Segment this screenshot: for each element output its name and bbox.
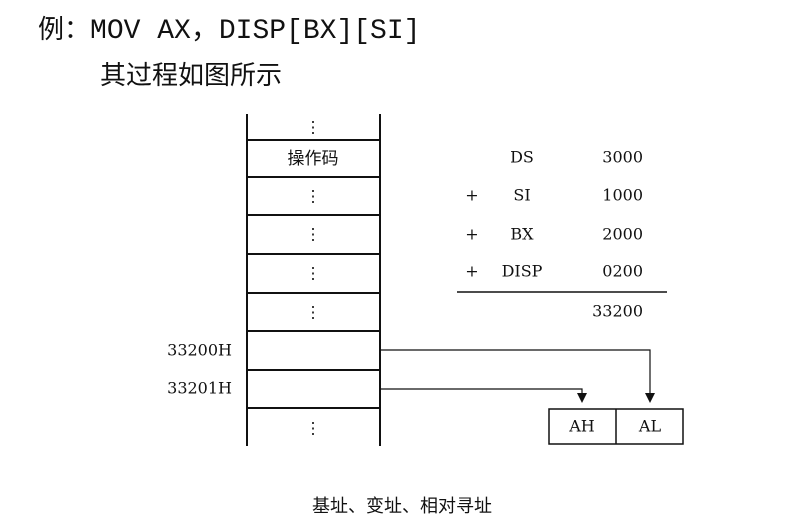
title-prefix: 例： [38,15,91,45]
memory-column: ⋮ 操作码 ⋮ ⋮ ⋮ ⋮ ⋮ [246,114,381,446]
calc-register-name: DS [510,148,534,167]
al-register-label: AL [638,417,662,436]
title-line: 例：MOV AX，DISP[BX][SI] [38,12,420,50]
calc-register-name: BX [510,225,534,244]
calc-result: 33200 [592,302,643,321]
address-label-33201h: 33201H [167,379,232,398]
figure-caption: 基址、变址、相对寻址 [312,496,492,517]
arrow-33200h-to-al [380,349,655,403]
ax-register: AH AL [548,408,684,445]
ah-register-label: AH [568,417,595,436]
calc-register-name: DISP [502,262,543,281]
address-label-33200h: 33200H [167,341,232,360]
memory-cell-label: ⋮ [305,419,321,438]
address-calculation: DS 3000 + SI 1000 + BX 2000 + DISP 0200 … [457,148,667,321]
memory-cell-label: 操作码 [288,149,339,169]
memory-cell-label: ⋮ [305,303,321,322]
memory-cell-label: ⋮ [305,187,321,206]
calc-register-name: SI [513,186,530,205]
calc-value: 1000 [602,186,643,205]
calc-operator: + [465,225,478,244]
calc-value: 3000 [602,148,643,167]
memory-cell-label: ⋮ [305,225,321,244]
memory-cell-label: ⋮ [305,118,321,137]
calc-value: 2000 [602,225,643,244]
instruction-text: MOV AX，DISP[BX][SI] [90,16,421,47]
arrow-33201h-to-ah [380,388,587,403]
calc-value: 0200 [602,262,643,281]
calc-operator: + [465,262,478,281]
subtitle: 其过程如图所示 [100,61,283,91]
calc-operator: + [465,186,478,205]
memory-cell-label: ⋮ [305,264,321,283]
